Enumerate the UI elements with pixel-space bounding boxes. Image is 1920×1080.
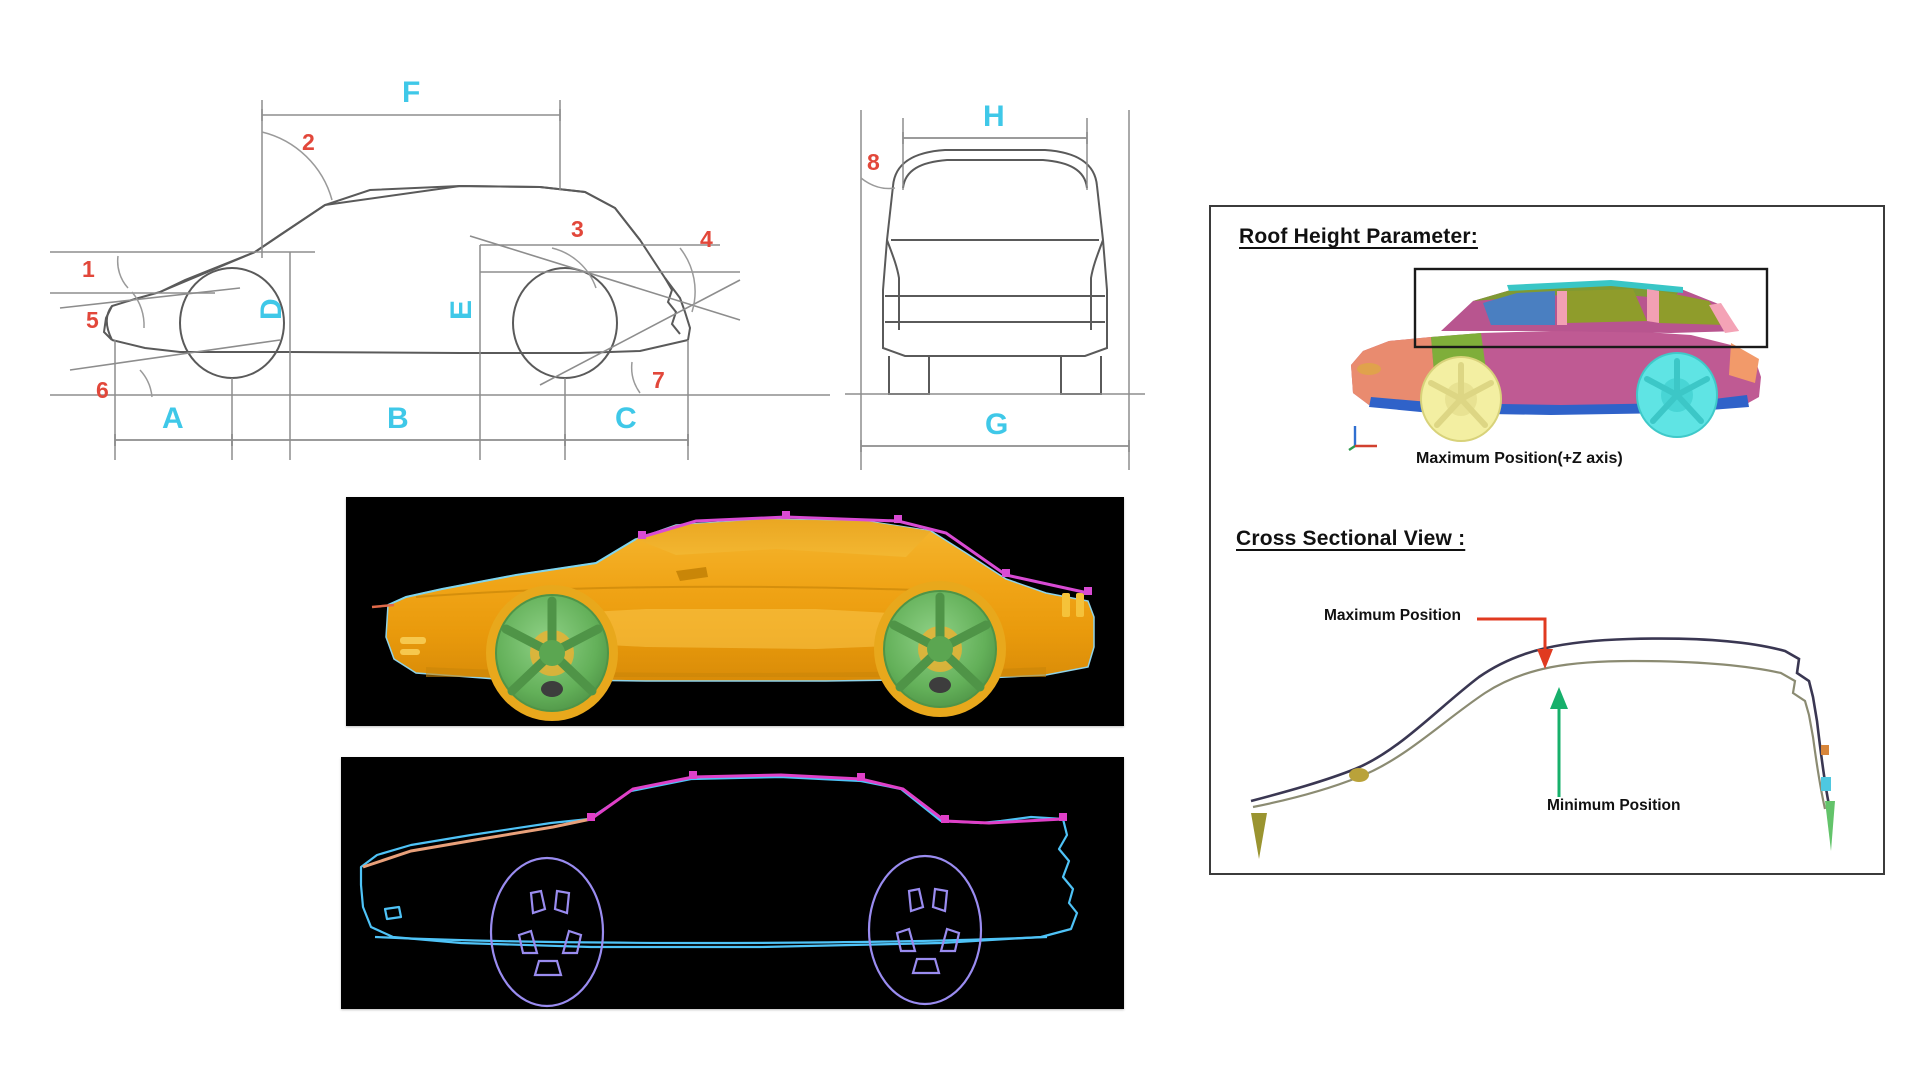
min-position-annotation: Minimum Position <box>1547 797 1681 814</box>
roof-height-parameter-heading: Roof Height Parameter: <box>1239 225 1478 248</box>
dim-label-C: C <box>615 402 637 435</box>
angle-label-2: 2 <box>302 129 315 155</box>
dim-label-D: D <box>255 298 288 320</box>
side-view-blueprint: F D E A B C <box>40 40 860 490</box>
render-orange-solid-car <box>346 497 1124 726</box>
suv-surface-render <box>1311 247 1791 462</box>
cross-sectional-view-heading: Cross Sectional View : <box>1236 527 1466 550</box>
angle-label-4: 4 <box>700 226 713 252</box>
dim-label-A: A <box>162 402 184 435</box>
angle-label-3: 3 <box>571 216 584 242</box>
render-wireframe-car <box>341 757 1124 1009</box>
max-position-caption: Maximum Position(+Z axis) <box>1416 450 1623 467</box>
dim-label-B: B <box>387 402 409 435</box>
angle-label-5: 5 <box>86 307 99 333</box>
dim-label-E: E <box>445 300 478 320</box>
angle-label-1: 1 <box>82 256 95 282</box>
roof-selection-box <box>1413 267 1769 349</box>
angle-label-8: 8 <box>867 149 880 175</box>
angle-label-7: 7 <box>652 367 665 393</box>
roof-height-parameter-panel: Roof Height Parameter: <box>1209 205 1885 875</box>
dim-label-H: H <box>983 100 1005 133</box>
dim-label-G: G <box>985 408 1008 441</box>
angle-label-6: 6 <box>96 377 109 403</box>
coordinate-axis-triad-icon <box>1347 422 1381 452</box>
dim-label-F: F <box>402 76 420 109</box>
max-position-annotation: Maximum Position <box>1324 607 1461 624</box>
cross-section-profile: Maximum Position Minimum Position <box>1229 569 1869 859</box>
front-view-blueprint: H G 8 <box>845 90 1145 490</box>
